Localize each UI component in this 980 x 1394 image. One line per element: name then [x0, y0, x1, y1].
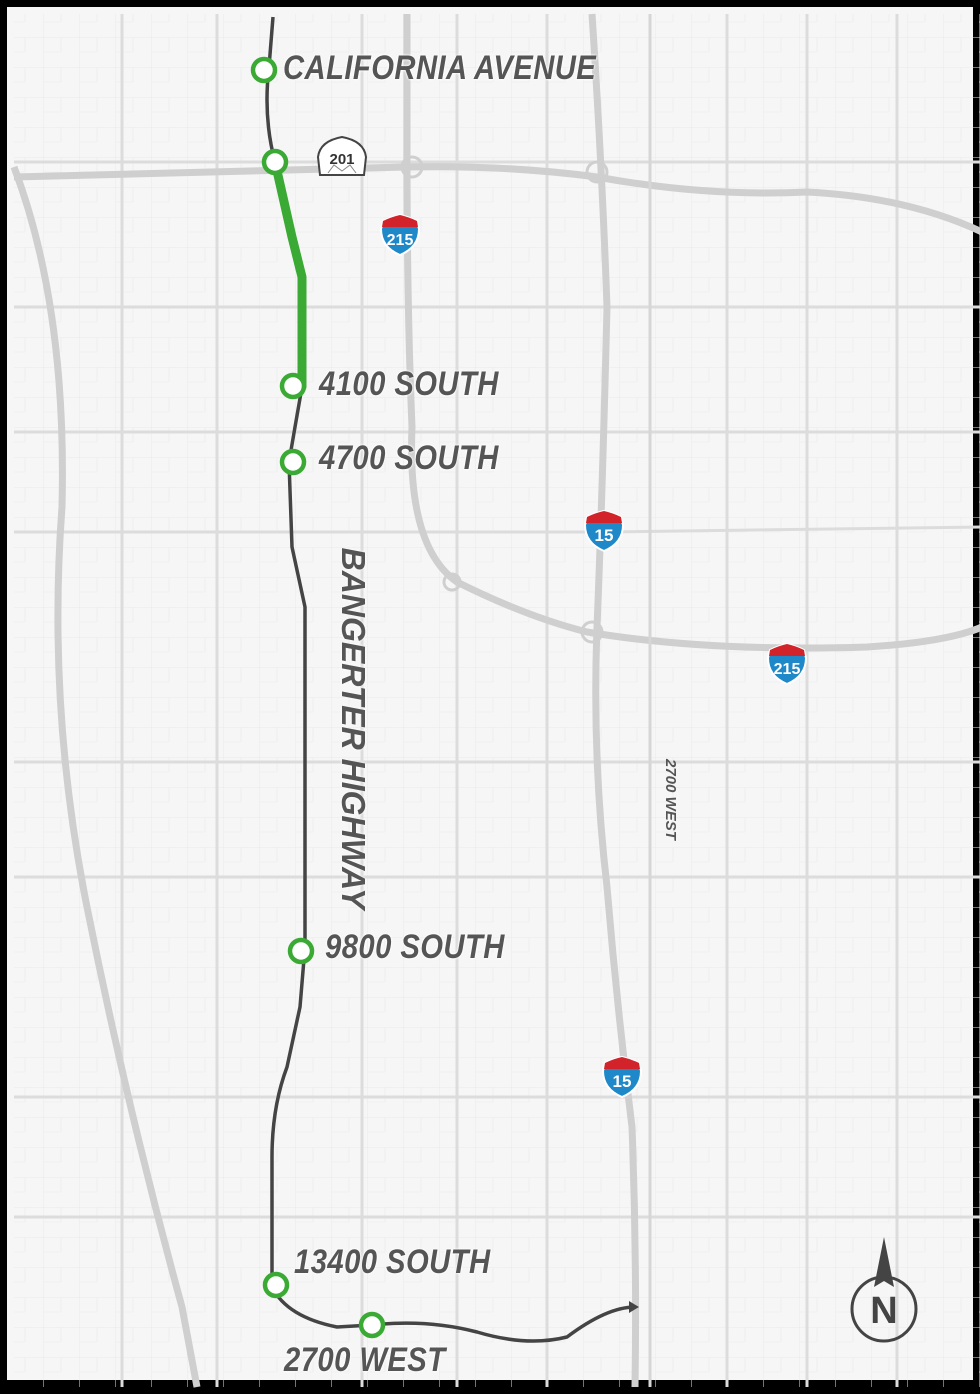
stop-label-california-avenue: CALIFORNIA AVENUE — [283, 49, 597, 87]
i215-south-shield: 215 — [766, 642, 808, 686]
stop-label-13400-south: 13400 SOUTH — [294, 1243, 491, 1281]
stop-label-9800-south: 9800 SOUTH — [325, 928, 505, 966]
stop-marker-california-avenue[interactable] — [250, 56, 278, 84]
i15-south-shield-number: 15 — [613, 1072, 632, 1091]
stop-marker-4700-south[interactable] — [279, 448, 307, 476]
i215-north-shield: 215 — [379, 213, 421, 257]
north-arrow-icon: N — [850, 1237, 918, 1343]
arterial-roads — [14, 14, 980, 1387]
i15-mid-shield: 15 — [583, 509, 625, 553]
stop-label-2700-west: 2700 WEST — [284, 1341, 446, 1379]
sr201-shield-number: 201 — [329, 151, 354, 168]
i15-mid-shield-number: 15 — [595, 526, 614, 545]
route-arrow-head — [629, 1301, 639, 1313]
stop-label-4100-south: 4100 SOUTH — [319, 365, 499, 403]
i215-south-shield-number: 215 — [774, 661, 801, 678]
map-canvas: 201 215 15 215 15 N — [10, 13, 980, 1388]
stop-marker-2700-west[interactable] — [358, 1311, 386, 1339]
street-grid — [14, 14, 980, 1387]
stop-marker-4100-south[interactable] — [279, 372, 307, 400]
stop-marker-9800-south[interactable] — [287, 937, 315, 965]
i15-south-shield: 15 — [601, 1055, 643, 1099]
street-label-2700-west: 2700 WEST — [662, 759, 679, 840]
north-arrow-letter: N — [870, 1290, 897, 1332]
stop-markers — [250, 56, 386, 1339]
stop-label-4700-south: 4700 SOUTH — [319, 439, 499, 477]
i215-north-shield-number: 215 — [387, 232, 414, 249]
corridor-label: BANGERTER HIGHWAY — [335, 547, 372, 910]
ramp-loops — [400, 155, 609, 644]
stop-marker-13400-south[interactable] — [262, 1271, 290, 1299]
stop-marker-sr201[interactable] — [261, 148, 289, 176]
sr201-shield: 201 — [316, 135, 368, 176]
freeways — [10, 13, 980, 1388]
